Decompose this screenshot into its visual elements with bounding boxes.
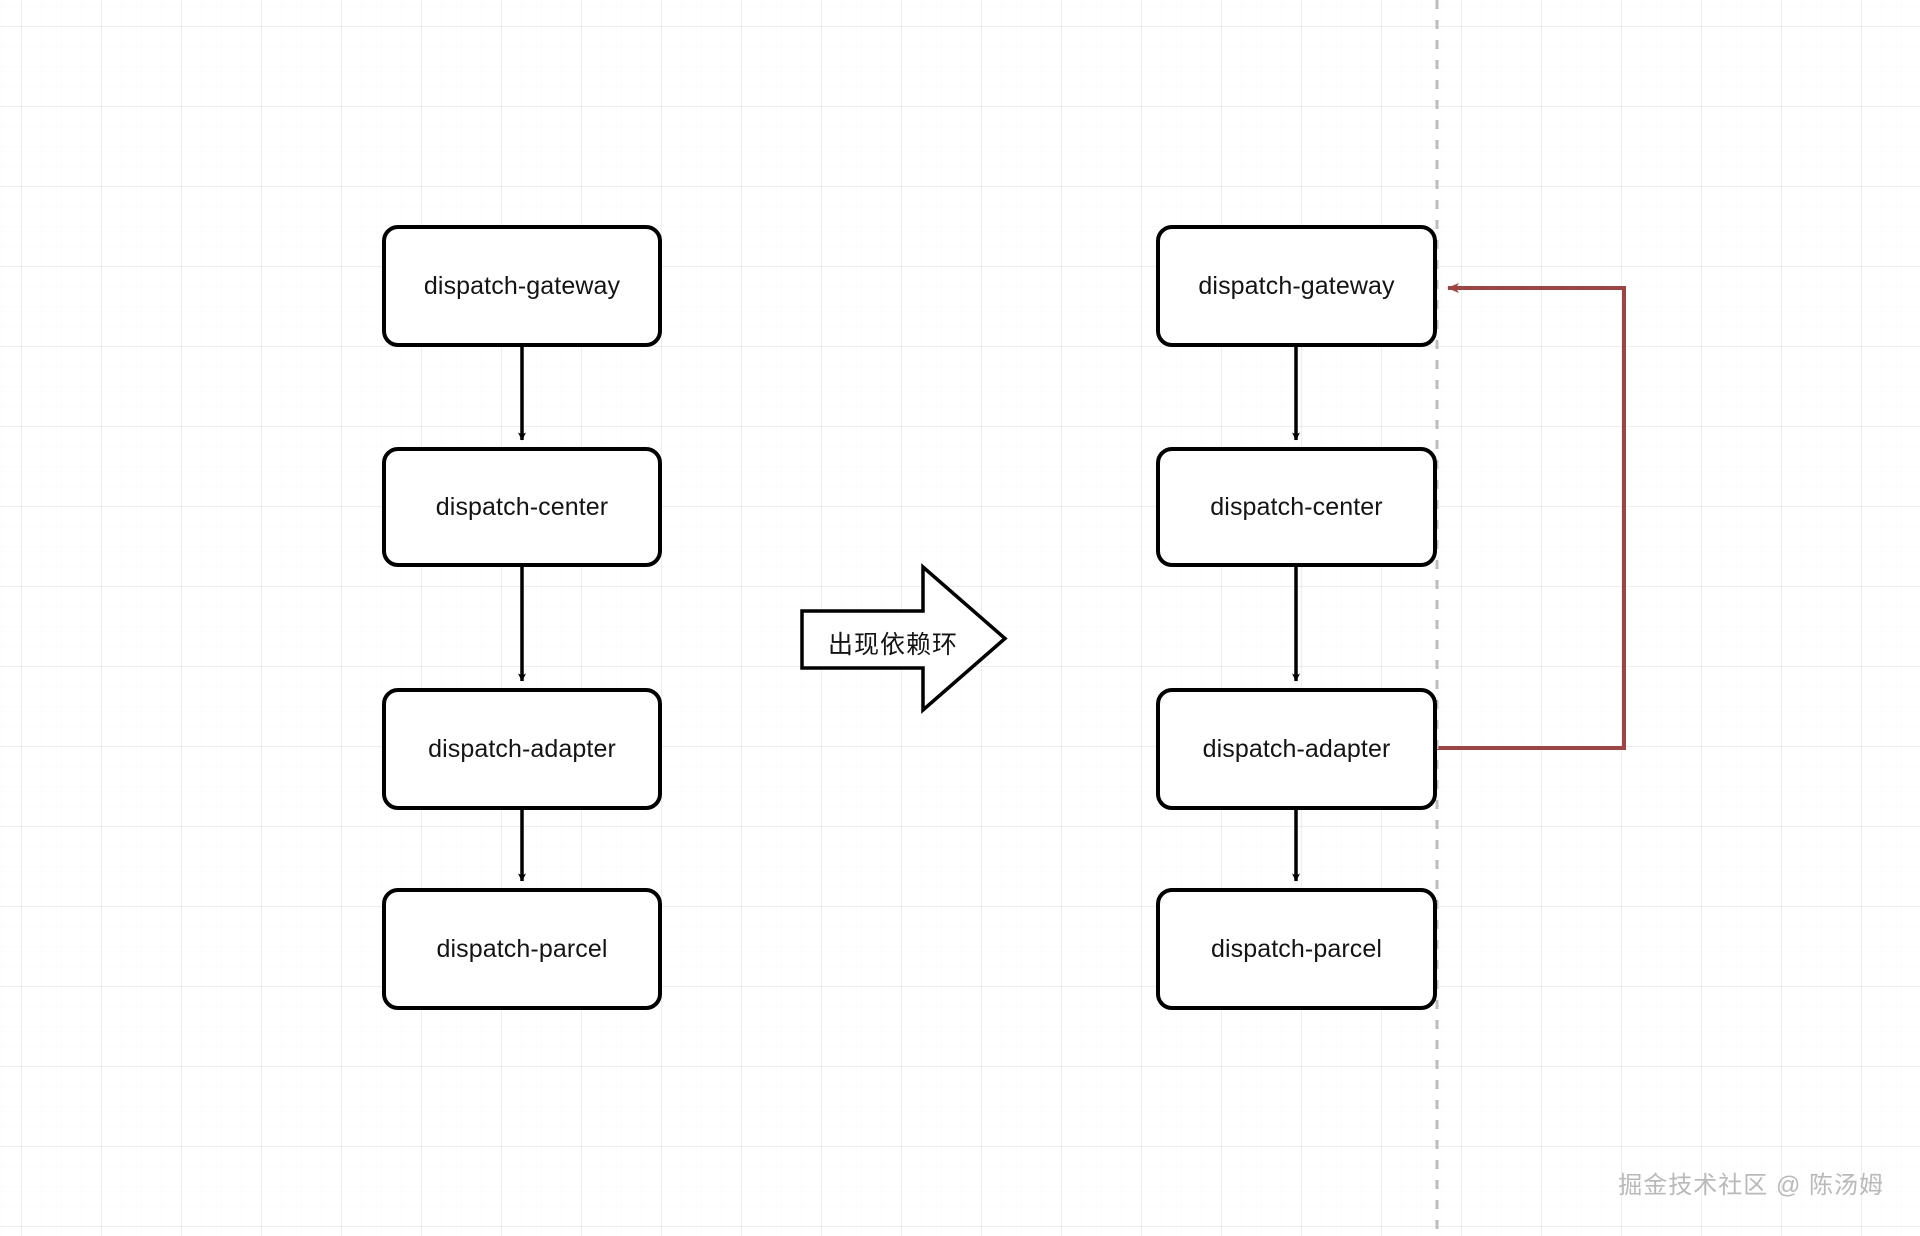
watermark-text: 掘金技术社区 @ 陈汤姆 xyxy=(1618,1172,1884,1199)
node-left-dispatch-adapter[interactable]: dispatch-adapter xyxy=(382,688,662,810)
node-label: dispatch-parcel xyxy=(436,934,608,963)
edge-cycle-adapter-to-gateway xyxy=(1437,283,1626,750)
node-label: dispatch-adapter xyxy=(428,734,616,763)
node-right-dispatch-gateway[interactable]: dispatch-gateway xyxy=(1156,225,1437,347)
node-right-dispatch-adapter[interactable]: dispatch-adapter xyxy=(1156,688,1437,810)
node-label: dispatch-center xyxy=(1210,492,1383,521)
node-right-dispatch-parcel[interactable]: dispatch-parcel xyxy=(1156,888,1437,1010)
node-left-dispatch-parcel[interactable]: dispatch-parcel xyxy=(382,888,662,1010)
node-label: dispatch-adapter xyxy=(1202,734,1391,763)
node-left-dispatch-gateway[interactable]: dispatch-gateway xyxy=(382,225,662,347)
node-label: dispatch-parcel xyxy=(1210,934,1383,963)
node-label: dispatch-center xyxy=(435,492,609,521)
node-label: dispatch-gateway xyxy=(1198,271,1395,300)
node-right-dispatch-center[interactable]: dispatch-center xyxy=(1156,447,1437,567)
node-label: dispatch-gateway xyxy=(423,271,621,300)
transition-arrow-label: 出现依赖环 xyxy=(828,631,959,659)
node-left-dispatch-center[interactable]: dispatch-center xyxy=(382,447,662,567)
